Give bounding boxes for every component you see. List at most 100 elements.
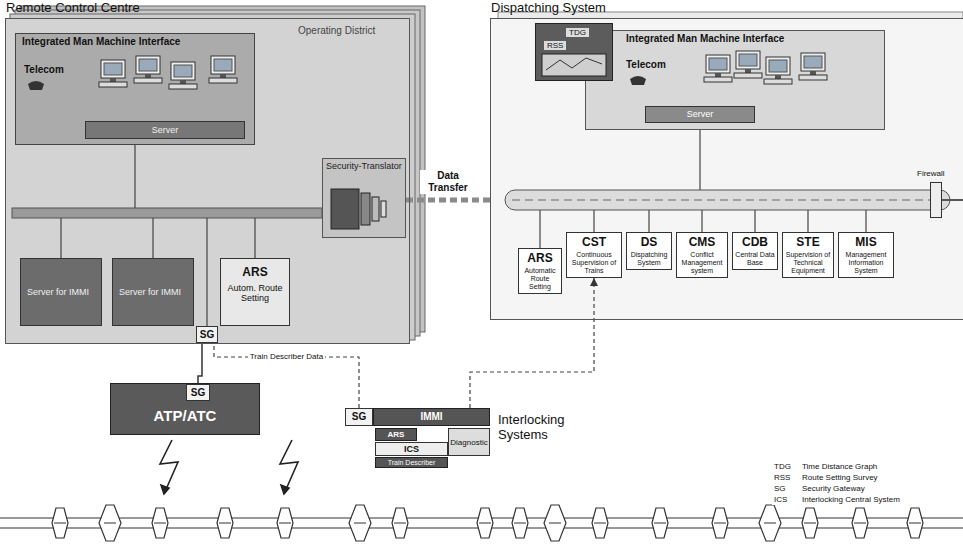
function-box-text: Central Data Base xyxy=(734,249,776,267)
monitor-icon xyxy=(764,79,792,84)
abbreviation-key: RSS xyxy=(772,473,792,483)
monitor-icon xyxy=(220,74,226,78)
signal-symbol xyxy=(154,523,166,524)
bus-drop xyxy=(152,218,153,258)
function-box: MISManagement Information System xyxy=(838,232,894,278)
signal-symbol xyxy=(394,523,406,524)
function-box: CSTContinuous Supervision of Trains xyxy=(566,232,622,278)
monitor-icon xyxy=(139,59,157,71)
bus-drop xyxy=(60,218,61,258)
remote-control-panel-text: Operating District xyxy=(298,25,375,36)
bus-drop xyxy=(699,130,700,190)
security-gateway: SG xyxy=(186,384,210,401)
ics-box: ICS xyxy=(375,442,448,456)
function-box: CMSConflict Management system xyxy=(676,232,728,278)
immi-box-text: Telecom xyxy=(24,64,64,75)
bus-drop xyxy=(807,210,808,232)
monitor-icon xyxy=(180,80,186,84)
atp-atc-box: ATP/ATCSG xyxy=(110,383,260,435)
function-box-text: STE xyxy=(784,235,832,249)
security-translator-text: Security-Translator xyxy=(323,159,405,173)
signal-symbol xyxy=(479,523,491,524)
monitor-icon xyxy=(804,56,822,68)
monitor-icon xyxy=(745,69,751,73)
network-bus xyxy=(942,199,963,201)
signal-symbol xyxy=(279,523,291,524)
server-box: Server for IMMI xyxy=(112,258,194,326)
connector xyxy=(406,198,490,203)
monitor-icon xyxy=(174,65,192,77)
server-bar-text: Server xyxy=(646,107,754,122)
connector-label: Train Describer Data xyxy=(248,352,326,362)
signal-symbol xyxy=(592,508,608,538)
function-box-text: DS xyxy=(628,235,670,249)
signal-symbol xyxy=(652,508,668,538)
ars-box-text: ARS xyxy=(221,259,289,279)
signal-symbol xyxy=(804,523,816,524)
radio-bolt xyxy=(161,485,169,494)
function-box: CDBCentral Data Base xyxy=(732,232,778,270)
monitor-icon xyxy=(110,78,116,82)
monitor-icon xyxy=(715,73,721,77)
security-gateway-text: SG xyxy=(197,327,217,342)
signal-symbol xyxy=(909,523,921,524)
network-bus xyxy=(12,190,963,218)
function-box: ARSAutomatic Route Setting xyxy=(518,248,562,294)
bus-drop xyxy=(539,210,540,248)
diagnostic-box-text: Diagnostic xyxy=(450,438,487,447)
monitor-icon xyxy=(736,51,760,69)
bus-drop xyxy=(648,210,649,232)
bus-drop xyxy=(593,210,594,232)
train-describer-bar: Train Describer xyxy=(375,457,448,468)
function-box-text: ARS xyxy=(520,251,560,265)
connector xyxy=(470,278,594,408)
radio-bolt xyxy=(160,440,178,494)
abbreviation-meaning: Route Setting Survey xyxy=(800,473,880,483)
signal-symbol xyxy=(152,508,168,538)
abbreviation-key: ICS xyxy=(772,495,789,505)
radio-bolt xyxy=(160,440,298,494)
signal-symbol xyxy=(349,505,371,541)
bus-drop xyxy=(134,145,135,208)
function-box-text: Supervision of Technical Equipment xyxy=(784,249,832,275)
connector-label: Data Transfer xyxy=(420,170,476,194)
signal-symbol xyxy=(594,523,606,524)
device-icon xyxy=(381,201,386,217)
screen-icon xyxy=(542,54,606,76)
train-describer-bar-text: Train Describer xyxy=(376,458,447,467)
ars-bar-text: ARS xyxy=(376,429,416,440)
function-box-text: CST xyxy=(568,235,620,249)
bus-drop xyxy=(865,210,866,232)
security-gateway: SG xyxy=(345,408,373,426)
server-box-text: Server for IMMI xyxy=(113,287,187,297)
tdg-rss-screen-text: TDG xyxy=(566,28,589,37)
signal-symbol xyxy=(544,505,566,541)
monitor-icon xyxy=(171,62,195,80)
monitor-icon xyxy=(799,75,827,80)
function-box-text: Continuous Supervision of Trains xyxy=(568,249,620,275)
monitor-icon xyxy=(704,77,732,82)
monitor-icon xyxy=(145,74,151,78)
server-box-text: Server for IMMI xyxy=(21,287,95,297)
signal-symbol xyxy=(854,523,866,524)
radio-bolt xyxy=(280,440,298,494)
function-box: DSDispatching System xyxy=(626,232,672,270)
signal-symbol xyxy=(354,523,366,524)
bus-drop xyxy=(701,210,702,232)
diagnostic-box: Diagnostic xyxy=(448,428,490,456)
signal-symbol xyxy=(907,508,923,538)
immi-box-text: Integrated Man Machine Interface xyxy=(16,34,254,49)
signal-symbol xyxy=(759,505,781,541)
signal-symbol xyxy=(52,508,68,538)
monitor-icon xyxy=(214,59,232,71)
security-gateway-text: SG xyxy=(346,409,372,425)
signal-symbol xyxy=(852,508,868,538)
bus-drop xyxy=(754,210,755,232)
function-box-text: Conflict Management system xyxy=(678,249,726,275)
panel-stack xyxy=(5,18,410,344)
function-box-text: CDB xyxy=(734,235,776,249)
server-box: Server for IMMI xyxy=(20,258,102,326)
ars-bar: ARS xyxy=(375,428,417,441)
function-box-text: Dispatching System xyxy=(628,249,670,267)
monitor-icon xyxy=(766,57,790,75)
